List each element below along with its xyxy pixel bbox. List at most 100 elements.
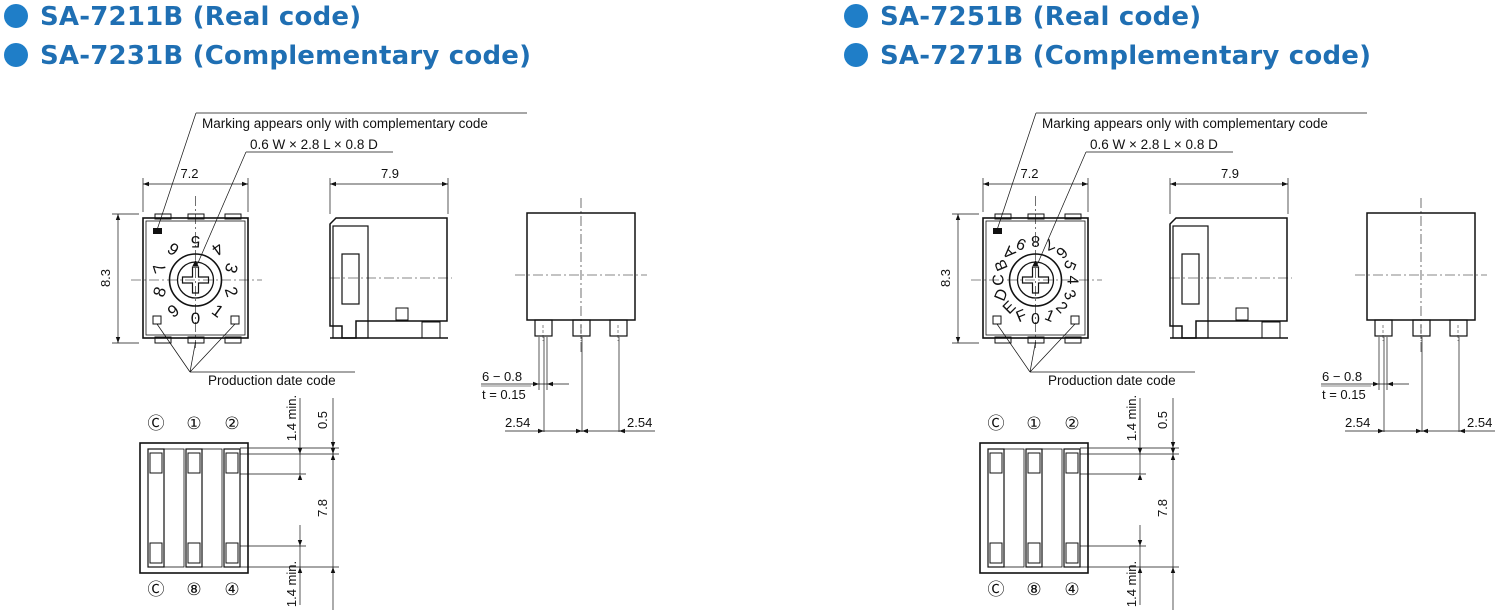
pin-label-bottom: ④ [1064,580,1079,599]
dial-digit: 4 [208,238,227,259]
leader-line [189,341,196,373]
min-label-bottom: 1.4 min. [1124,561,1139,607]
terminal-tab [994,213,1012,220]
terminal-tab [154,213,172,220]
arrowhead-icon [1137,567,1143,573]
dial-digit: 3 [1060,288,1079,303]
thickness-label: t = 0.15 [482,387,526,402]
dial-digit: C [991,274,1008,286]
bottom-view-pad [1065,452,1079,474]
date-code-pad [230,315,240,325]
pin-label-bottom: Ⓒ [148,580,165,599]
terminal-tab [1064,336,1082,344]
arrowhead-icon [1170,454,1176,460]
arrowhead-icon [330,442,336,448]
bottom-view-body [139,442,249,574]
leader-line [197,151,247,265]
arrowhead-icon [1422,428,1428,434]
arrowhead-icon [242,181,248,187]
arrowhead-icon [115,337,121,343]
right-title-1: SA-7251B (Real code) [844,2,1201,32]
span-label: 7.8 [315,499,330,517]
marking-mark-icon [993,228,1002,234]
dial-digit: 8 [149,284,170,299]
arrowhead-icon [297,540,303,546]
arrowhead-icon [330,454,336,460]
arrowhead-icon [1282,181,1288,187]
side-view-tab [421,321,441,339]
span-label: 7.8 [1155,499,1170,517]
marking-mark-icon [153,228,162,234]
terminal-tab [224,213,242,220]
terminal-tab [994,336,1012,344]
gap-label: 0.5 [315,411,330,429]
dial-digit: 4 [1064,276,1081,285]
arrowhead-icon [1170,442,1176,448]
leader-line [996,323,1031,373]
thickness-label: t = 0.15 [1322,387,1366,402]
lead-label: 6 − 0.8 [482,369,522,384]
marking-dim-label: 0.6 W × 2.8 L × 0.8 D [250,137,378,152]
arrowhead-icon [533,381,539,387]
arrowhead-icon [330,448,336,454]
min-label-top: 1.4 min. [1124,395,1139,441]
arrowhead-icon [297,567,303,573]
dial-digit: 8 [1031,232,1040,249]
arrowhead-icon [576,428,582,434]
arrowhead-icon [955,214,961,220]
bottom-view-pad [1027,542,1041,564]
title-text: SA-7211B (Real code) [40,2,362,32]
title-text: SA-7271B (Complementary code) [880,41,1372,71]
min-label-top: 1.4 min. [284,395,299,441]
terminal-tab [1064,213,1082,220]
pitch-label: 2.54 [627,415,652,430]
arrowhead-icon [115,214,121,220]
pin-label-bottom: Ⓒ [988,580,1005,599]
arrowhead-icon [1170,181,1176,187]
side-view-pad [1235,307,1249,321]
bottom-view-slot [163,448,185,568]
pin-label-top: ② [224,414,239,433]
arrowhead-icon [547,381,553,387]
side-view-pad [395,307,409,321]
dial-digit: 5 [1060,258,1079,273]
leader-line [156,112,197,231]
arrowhead-icon [143,181,149,187]
arrowhead-icon [1137,448,1143,454]
bottom-view-pad [149,452,163,474]
title-text: SA-7231B (Complementary code) [40,41,532,71]
bullet-dot-icon [4,4,28,28]
bottom-view-pad [989,542,1003,564]
leader-line [189,323,236,373]
dial-digit: 2 [221,284,242,299]
dial-digit: 5 [191,232,200,251]
arrowhead-icon [1373,381,1379,387]
leader-line [156,323,191,373]
bottom-view-pad [225,452,239,474]
arrowhead-icon [1137,474,1143,480]
leader-line [1029,323,1076,373]
title-text: SA-7251B (Real code) [880,2,1202,32]
side-view-slot [1181,253,1200,305]
rear-view-pin [609,319,628,337]
arrowhead-icon [983,181,989,187]
arrowhead-icon [1378,428,1384,434]
terminal-tab [187,213,205,220]
height-label: 8.3 [98,269,113,287]
marking-note-label: Marking appears only with complementary … [202,116,488,131]
pin-label-bottom: ⑧ [1026,580,1041,599]
production-date-label: Production date code [208,373,336,388]
arrowhead-icon [582,428,588,434]
terminal-tab [187,336,205,344]
bottom-view-pad [1027,452,1041,474]
pin-label-top: ① [186,414,201,433]
terminal-tab [224,336,242,344]
pitch-label: 2.54 [505,415,530,430]
arrowhead-icon [1459,428,1465,434]
arrowhead-icon [330,567,336,573]
pin-label-top: Ⓒ [148,414,165,433]
left-title-1: SA-7211B (Real code) [4,2,361,32]
side-view-tab [1261,321,1281,339]
leader-line [1037,151,1087,265]
